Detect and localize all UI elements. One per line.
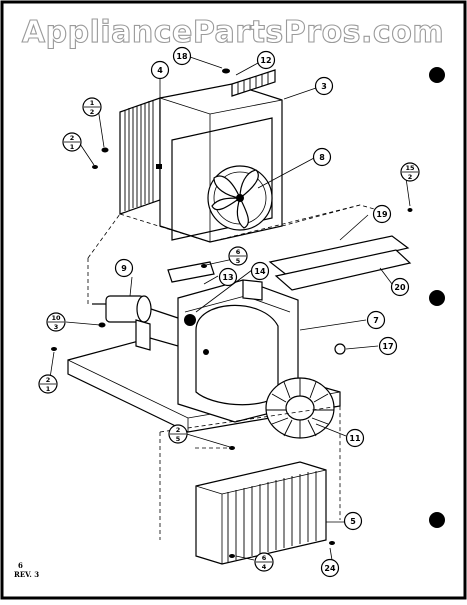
fraction-8-bottom: 4 (262, 563, 267, 571)
callout-17-label: 17 (382, 342, 393, 351)
callout-3: 3 (314, 76, 334, 96)
callout-7: 7 (366, 310, 386, 330)
callout-11-label: 11 (349, 434, 361, 443)
side-coil-right (231, 69, 276, 97)
fraction-3-bottom: 2 (408, 173, 413, 181)
callout-9: 9 (114, 258, 134, 278)
fraction-2-bottom: 1 (70, 143, 75, 151)
fraction-1-top: 1 (90, 99, 95, 107)
fraction-callout-15-2: 15 2 (400, 162, 420, 182)
callout-20-label: 20 (394, 283, 406, 292)
callout-17: 17 (378, 336, 398, 356)
binder-hole-bottom (429, 512, 445, 528)
callout-9-label: 9 (121, 264, 127, 273)
callout-12: 12 (256, 50, 276, 70)
fraction-callout-2-1-top: 2 1 (62, 132, 82, 152)
fraction-callout-6-5: 6 5 (228, 246, 248, 266)
fraction-7-top: 2 (176, 426, 181, 434)
condenser-coil-top (119, 97, 161, 215)
screw-6-4 (229, 554, 235, 558)
clip-4 (156, 164, 162, 169)
fraction-2-top: 2 (70, 134, 75, 142)
fraction-1-bottom: 2 (90, 108, 95, 116)
callout-13-label: 13 (222, 273, 233, 282)
screw-2-1 (92, 165, 98, 169)
callout-24-label: 24 (324, 564, 336, 573)
grommet-17 (334, 343, 346, 355)
callout-11: 11 (345, 428, 365, 448)
callout-14: 14 (250, 261, 270, 281)
fraction-5-top: 10 (51, 314, 61, 322)
callout-20: 20 (390, 277, 410, 297)
callout-7-label: 7 (373, 316, 379, 325)
fraction-callout-1-2: 1 2 (82, 97, 102, 117)
blower-scroll-housing (177, 279, 299, 423)
fraction-4-top: 6 (236, 248, 241, 256)
screw-6-5 (201, 264, 207, 268)
callout-8-label: 8 (319, 153, 325, 162)
callout-8: 8 (312, 147, 332, 167)
fraction-5-bottom: 3 (54, 323, 59, 331)
screw-15-2 (407, 208, 413, 212)
callout-4: 4 (150, 60, 170, 80)
screw-2-5 (229, 446, 235, 450)
revision-label: REV. 3 (14, 570, 39, 579)
callout-24: 24 (320, 558, 340, 578)
fan-blade (211, 169, 259, 229)
fraction-3-top: 15 (405, 164, 415, 172)
callout-5-label: 5 (350, 517, 356, 526)
callout-13: 13 (218, 267, 238, 287)
fraction-callout-6-4: 6 4 (254, 552, 274, 572)
fraction-callout-10-3: 10 3 (46, 312, 66, 332)
screw-18 (222, 68, 230, 74)
screw-1-2 (101, 147, 109, 153)
page-number: 6 (18, 561, 23, 570)
assembly-lines-lower (159, 405, 341, 540)
fraction-7-bottom: 5 (176, 435, 181, 443)
fraction-6-top: 2 (46, 376, 51, 384)
callout-12-label: 12 (260, 56, 271, 65)
binder-hole-top (429, 67, 445, 83)
callout-18-label: 18 (176, 52, 188, 61)
watermark-text: AppliancePartsPros.com (22, 15, 444, 50)
fraction-4-bottom: 5 (236, 257, 241, 265)
callout-14-label: 14 (254, 267, 266, 276)
fraction-6-bottom: 1 (46, 385, 51, 393)
fraction-callout-2-5: 2 5 (168, 424, 188, 444)
screw-24 (329, 541, 335, 545)
binder-hole-middle (429, 290, 445, 306)
screw-2-1-lower (51, 347, 57, 351)
fraction-callout-2-1-bottom: 2 1 (38, 374, 58, 394)
callout-19: 19 (372, 204, 392, 224)
evaporator-coil (195, 461, 327, 565)
screw-10-3 (98, 322, 106, 328)
blower-wheel (265, 377, 335, 439)
callout-18: 18 (172, 46, 192, 66)
filter-panels (268, 235, 412, 291)
leader-lines (49, 56, 411, 561)
blower-motor (92, 295, 179, 351)
fan-shroud (159, 83, 283, 243)
callout-3-label: 3 (321, 82, 327, 91)
fraction-8-top: 6 (262, 554, 267, 562)
callout-19-label: 19 (376, 210, 388, 219)
callout-5: 5 (343, 511, 363, 531)
callout-4-label: 4 (157, 66, 163, 75)
